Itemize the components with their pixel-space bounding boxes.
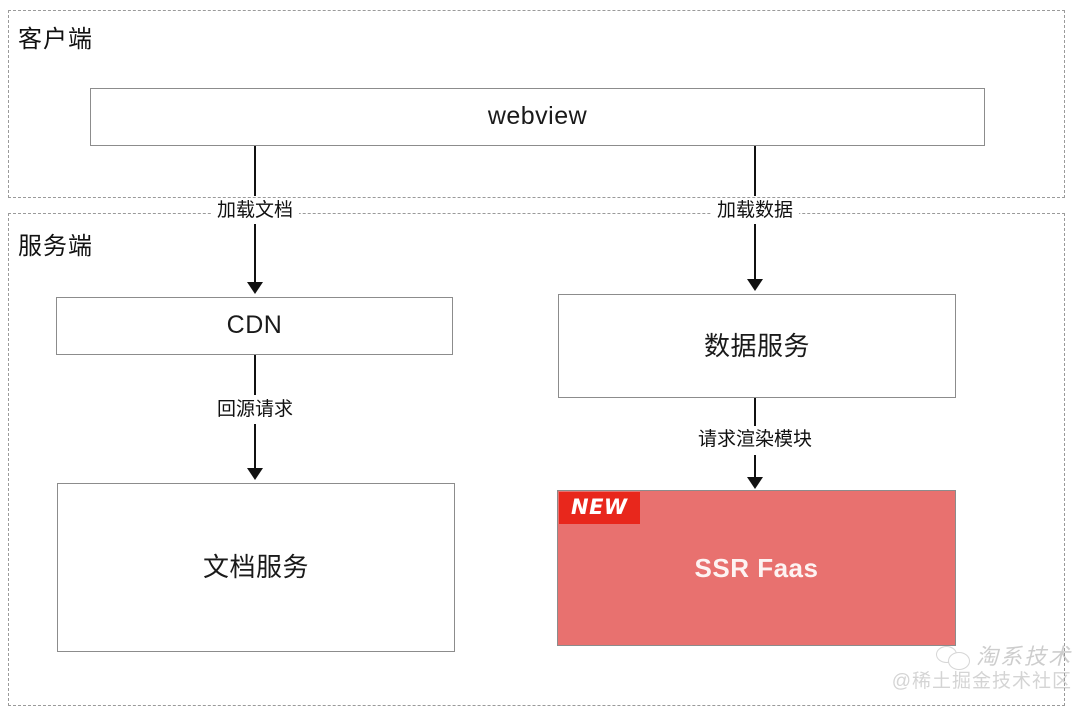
connector-load-data-to-data-service bbox=[754, 224, 756, 279]
arrowhead-into-data-service bbox=[747, 279, 763, 291]
region-client bbox=[8, 10, 1065, 198]
node-ssr-faas-label: SSR Faas bbox=[694, 552, 819, 583]
connector-cdn-to-origin-req bbox=[254, 355, 256, 395]
connector-render-req-to-ssr-faas bbox=[754, 455, 756, 477]
node-data-service-label: 数据服务 bbox=[703, 330, 810, 361]
connector-webview-to-load-doc bbox=[254, 146, 256, 196]
arrowhead-into-ssr-faas bbox=[747, 477, 763, 489]
node-doc-service[interactable]: 文档服务 bbox=[57, 483, 455, 652]
new-badge: NEW bbox=[559, 492, 640, 524]
node-data-service[interactable]: 数据服务 bbox=[558, 294, 956, 398]
arrowhead-into-cdn bbox=[247, 282, 263, 294]
node-cdn-label: CDN bbox=[226, 311, 283, 340]
arrowhead-into-doc-service bbox=[247, 468, 263, 480]
node-doc-service-label: 文档服务 bbox=[202, 552, 309, 583]
edge-label-render-request: 请求渲染模块 bbox=[691, 428, 819, 451]
connector-webview-to-load-data bbox=[754, 146, 756, 196]
connector-load-doc-to-cdn bbox=[254, 224, 256, 282]
region-server-label: 服务端 bbox=[18, 233, 93, 260]
connector-data-service-to-render-req bbox=[754, 398, 756, 426]
node-webview-label: webview bbox=[487, 102, 588, 131]
region-client-label: 客户端 bbox=[18, 26, 93, 53]
edge-label-origin-request: 回源请求 bbox=[210, 398, 300, 421]
edge-label-load-data: 加载数据 bbox=[710, 199, 800, 222]
node-cdn[interactable]: CDN bbox=[56, 297, 453, 355]
node-webview[interactable]: webview bbox=[90, 88, 985, 146]
node-ssr-faas[interactable]: NEW SSR Faas bbox=[557, 490, 956, 646]
edge-label-load-document: 加载文档 bbox=[210, 199, 300, 222]
region-server bbox=[8, 213, 1065, 706]
connector-origin-req-to-doc-service bbox=[254, 424, 256, 468]
